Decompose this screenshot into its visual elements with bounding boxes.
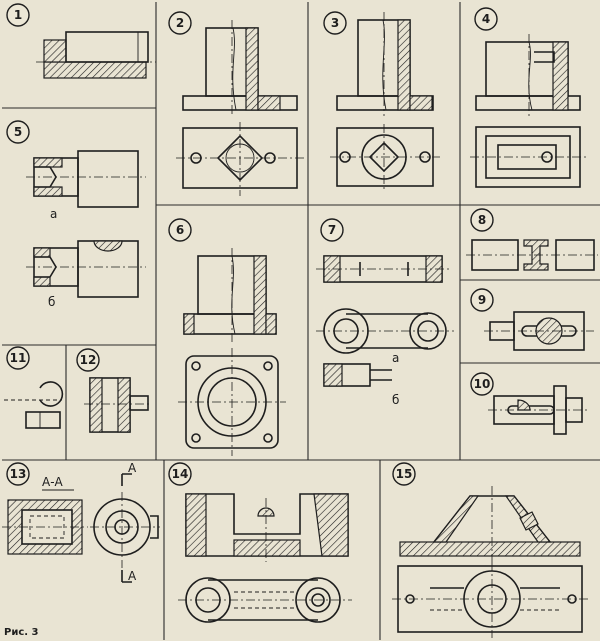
- section-label-b: б: [392, 393, 399, 407]
- bracket-front-view: [182, 20, 298, 116]
- panel-number: 15: [396, 467, 413, 481]
- panel-number: 1: [14, 8, 22, 22]
- bearing-block-front-view: [399, 486, 581, 562]
- sleeve-view-a: а: [26, 150, 146, 221]
- panel-number: 5: [14, 125, 22, 139]
- panel-6: 6: [168, 218, 286, 456]
- panel-number-circle: [6, 3, 30, 27]
- cut-label-top: А: [128, 461, 137, 475]
- panel-9: 9: [470, 288, 594, 351]
- link-front-view: [316, 255, 450, 283]
- panel-number: 8: [478, 213, 486, 227]
- sleeve-view-b: б: [26, 240, 146, 309]
- hook-drawing: [4, 381, 64, 429]
- link-top-view: [316, 308, 454, 354]
- panel-number: 3: [331, 16, 339, 30]
- bolt-drawing: [36, 31, 156, 79]
- link-section-a: а б: [323, 351, 399, 407]
- panel-number: 7: [328, 223, 336, 237]
- view-label-b: б: [48, 295, 55, 309]
- panel-number: 13: [10, 467, 27, 481]
- panel-number: 2: [176, 16, 184, 30]
- panel-number: 12: [80, 353, 97, 367]
- cut-label-bottom: А: [128, 569, 137, 583]
- shaft-collar-drawing: [488, 385, 590, 435]
- panel-7: 7 а б: [316, 218, 454, 407]
- figure-caption: Рис. 3: [4, 627, 39, 638]
- beam-drawing: [466, 239, 598, 271]
- panel-8: 8: [466, 208, 598, 271]
- panel-13: 13 А-А А А Рис. 3: [2, 461, 160, 638]
- bracket-top-view: [176, 122, 304, 196]
- panel-2: 2: [168, 11, 304, 196]
- panel-10: 10: [470, 372, 590, 435]
- panel-14: 14: [168, 462, 352, 623]
- panel-12: 12: [76, 348, 152, 433]
- section-label-a: а: [392, 351, 399, 365]
- section-title: А-А: [42, 475, 64, 489]
- panel-number: 14: [172, 467, 189, 481]
- panel-15: 15: [392, 462, 588, 638]
- cradle-front-view: [185, 493, 349, 562]
- housing-top-view: [470, 126, 588, 188]
- panel-number: 9: [478, 293, 486, 307]
- panel-number: 10: [474, 377, 491, 391]
- panel-3: 3: [323, 11, 440, 192]
- panel-number: 6: [176, 223, 184, 237]
- bearing-block-top-view: [392, 562, 588, 638]
- panel-5: 5 а б: [6, 120, 146, 309]
- panel-4: 4: [470, 7, 588, 188]
- panel-11: 11: [4, 346, 64, 429]
- bushing-drawing: [84, 377, 152, 433]
- housing-front-view: [475, 34, 581, 116]
- flange-top-view: [178, 348, 286, 456]
- support-front-view: [336, 12, 434, 116]
- panel-number: 11: [10, 351, 27, 365]
- view-label-a: а: [50, 207, 57, 221]
- shaft-keyway-drawing: [484, 311, 594, 351]
- cradle-top-view: [178, 577, 352, 623]
- flange-front-view: [183, 248, 277, 342]
- support-top-view: [330, 124, 440, 192]
- panel-number: 4: [482, 12, 490, 26]
- section-a-a-view: [2, 499, 88, 555]
- panel-1: 1: [6, 3, 156, 79]
- round-side-view: А А: [90, 461, 160, 583]
